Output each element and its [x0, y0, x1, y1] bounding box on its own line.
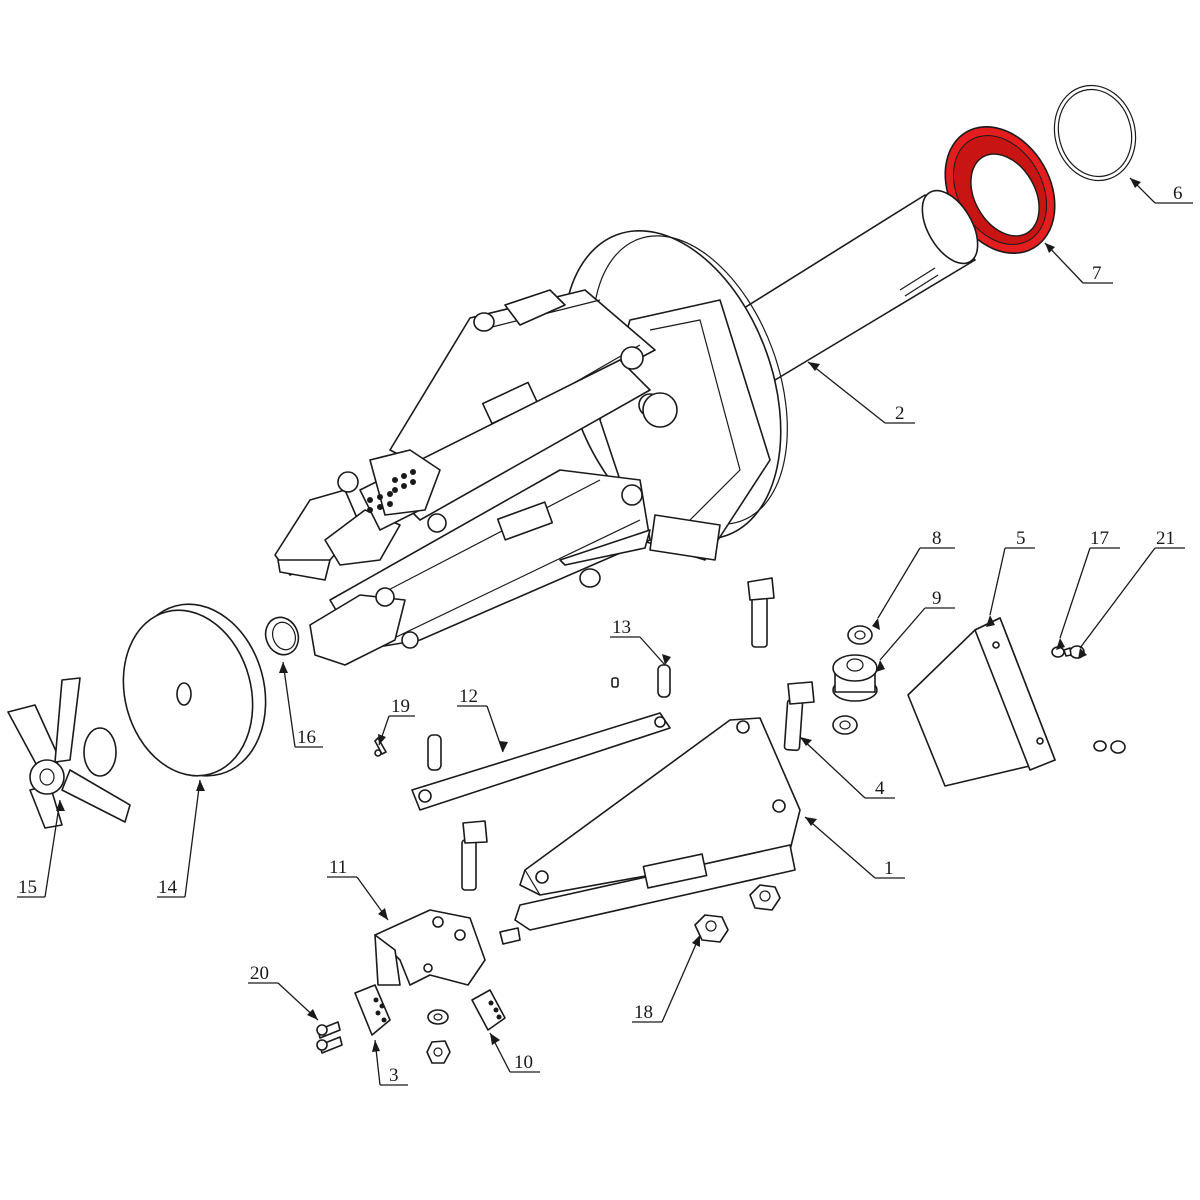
callout-13: 13: [612, 617, 631, 638]
part-5-cover[interactable]: [907, 617, 1056, 787]
part-19-screw[interactable]: [374, 737, 387, 757]
callout-1: 1: [884, 858, 894, 879]
callout-17: 17: [1090, 528, 1109, 549]
part-1-plate[interactable]: [499, 717, 801, 945]
part-18-nut[interactable]: [694, 884, 781, 943]
callout-14: 14: [158, 877, 178, 898]
part-20-screws[interactable]: [316, 1021, 343, 1054]
part-10-knurled-block[interactable]: [471, 989, 506, 1031]
callout-2: 2: [895, 403, 905, 424]
callout-20: 20: [250, 963, 269, 984]
bolt-upper: [747, 577, 775, 648]
part-14-disc[interactable]: [105, 589, 284, 791]
callout-21: 21: [1156, 528, 1175, 549]
bolt-lower: [461, 820, 488, 891]
callout-10: 10: [514, 1052, 533, 1073]
callout-16: 16: [297, 727, 316, 748]
part-12-link-bar[interactable]: [411, 712, 671, 811]
callout-labels: 6 7 2 8 5 17 21 9 13 12 19 16 4 1 11 15 …: [18, 183, 1183, 1086]
nut-small: [426, 1040, 451, 1064]
callout-19: 19: [391, 696, 410, 717]
callout-7: 7: [1092, 263, 1102, 284]
callout-5: 5: [1016, 528, 1026, 549]
callout-15: 15: [18, 877, 37, 898]
part-6-o-ring[interactable]: [1044, 76, 1146, 189]
part-9-roller[interactable]: [832, 654, 878, 702]
callout-8: 8: [932, 528, 942, 549]
part-11-bracket[interactable]: [374, 909, 486, 986]
washer-small: [427, 1009, 449, 1025]
pin: [427, 734, 442, 771]
leader-arrowheads: [56, 178, 1141, 1052]
part-13-pin[interactable]: [611, 664, 671, 698]
part-8-washer[interactable]: [832, 625, 873, 735]
callout-12: 12: [459, 686, 478, 707]
part-3-knurled-block[interactable]: [354, 984, 391, 1036]
part-2-main-assembly[interactable]: [274, 181, 989, 666]
callout-4: 4: [875, 778, 885, 799]
callout-18: 18: [634, 1002, 653, 1023]
screw-pair: [1093, 740, 1126, 754]
part-15-star-knob[interactable]: [7, 677, 131, 829]
callout-11: 11: [329, 857, 347, 878]
part-16-bushing[interactable]: [260, 613, 303, 660]
callout-9: 9: [932, 588, 942, 609]
callout-6: 6: [1173, 183, 1183, 204]
callout-3: 3: [389, 1065, 399, 1086]
part-4-bolt[interactable]: [783, 681, 815, 752]
